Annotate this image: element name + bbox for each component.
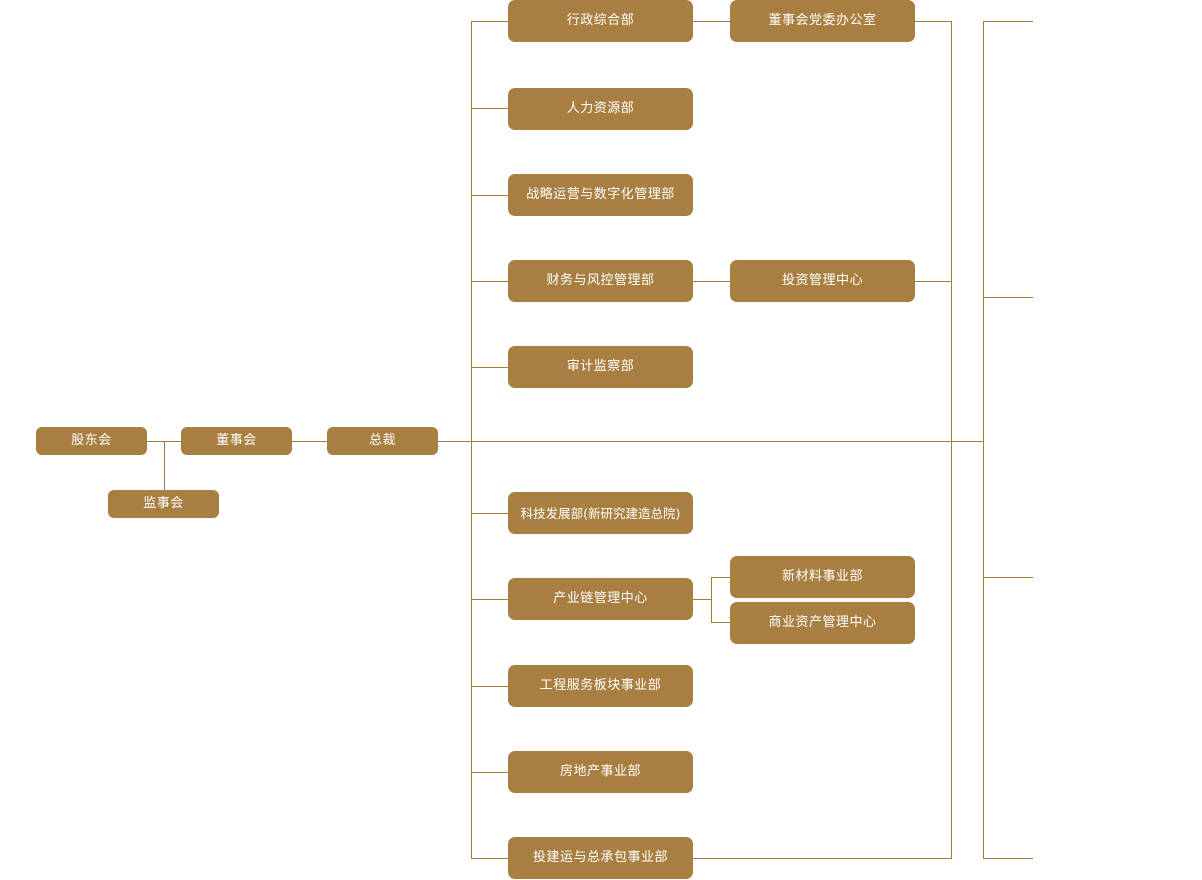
connector-president-to-trunk [437, 441, 983, 442]
connector-rail-outer-stub-bottom [983, 858, 1033, 859]
node-administration-department[interactable]: 行政综合部 [508, 0, 693, 42]
connector-rail-bottom-to-epc [693, 858, 952, 859]
node-real-estate-division[interactable]: 房地产事业部 [508, 751, 693, 793]
node-engineering-services-division[interactable]: 工程服务板块事业部 [508, 665, 693, 707]
connector-right-rail-inner [951, 21, 952, 859]
connector-branch-tech [471, 513, 509, 514]
connector-finance-to-investment-center [693, 281, 731, 282]
node-audit-supervision-department[interactable]: 审计监察部 [508, 346, 693, 388]
connector-right-rail-outer [983, 21, 984, 859]
node-finance-risk-control-department[interactable]: 财务与风控管理部 [508, 260, 693, 302]
node-human-resources-department[interactable]: 人力资源部 [508, 88, 693, 130]
connector-branch-hr [471, 108, 509, 109]
connector-branch-engineering [471, 686, 509, 687]
connector-industrychain-stub [693, 599, 711, 600]
connector-rail-outer-stub-top [983, 21, 1033, 22]
connector-industrychain-split-vertical [711, 577, 712, 623]
connector-branch-audit [471, 367, 509, 368]
connector-rail-to-investment-center [915, 281, 952, 282]
connector-industrychain-to-newmaterials [711, 577, 731, 578]
node-investment-construction-epc-division[interactable]: 投建运与总承包事业部 [508, 837, 693, 879]
connector-rail-outer-stub-lower-mid [983, 577, 1033, 578]
connector-industrychain-to-commercial-assets [711, 622, 731, 623]
connector-branch-investment-epc [471, 858, 509, 859]
node-board-of-directors[interactable]: 董事会 [181, 427, 292, 455]
node-board-party-committee-office[interactable]: 董事会党委办公室 [730, 0, 915, 42]
node-president[interactable]: 总裁 [327, 427, 438, 455]
connector-party-office-to-rail [915, 21, 952, 22]
connector-rail-outer-stub-upper-mid [983, 297, 1033, 298]
connector-main-trunk [471, 21, 472, 859]
connector-branch-realestate [471, 772, 509, 773]
node-industry-chain-management-center[interactable]: 产业链管理中心 [508, 578, 693, 620]
node-commercial-asset-management-center[interactable]: 商业资产管理中心 [730, 602, 915, 644]
connector-admin-to-party-office [693, 21, 731, 22]
node-investment-management-center[interactable]: 投资管理中心 [730, 260, 915, 302]
node-strategy-operations-digital-department[interactable]: 战略运营与数字化管理部 [508, 174, 693, 216]
node-new-materials-division[interactable]: 新材料事业部 [730, 556, 915, 598]
node-technology-development-department[interactable]: 科技发展部(新研究建造总院) [508, 492, 693, 534]
connector-branch-finance [471, 281, 509, 282]
node-shareholders-meeting[interactable]: 股东会 [36, 427, 147, 455]
connector-branch-strategy [471, 195, 509, 196]
node-board-of-supervisors[interactable]: 监事会 [108, 490, 219, 518]
connector-branch-admin [471, 21, 509, 22]
connector-board-to-president [291, 441, 327, 442]
connector-branch-industrychain [471, 599, 509, 600]
connector-board-to-supervisors-vertical [164, 441, 165, 490]
